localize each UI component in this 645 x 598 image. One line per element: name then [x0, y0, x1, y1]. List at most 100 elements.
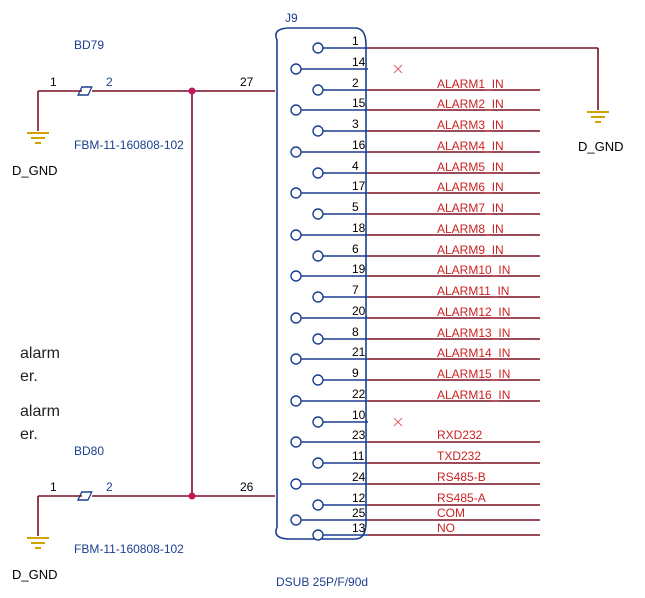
- net-label-alarm-11: ALARM11_IN: [437, 284, 509, 298]
- noconnect-pin10-b: [393, 417, 403, 427]
- bead-part-0: FBM-11-160808-102: [74, 138, 184, 152]
- pin-circle-top-3: [312, 125, 324, 137]
- pin-number-13: 13: [352, 521, 366, 535]
- pin-circle-bot-11: [290, 478, 302, 490]
- net-label-alarm-15: ALARM15_IN: [437, 367, 510, 381]
- pin-circle-top-6: [312, 250, 324, 262]
- connector-part-label: DSUB 25P/F/90d: [276, 575, 368, 589]
- bead-0-gnd-label: D_GND: [12, 163, 58, 178]
- net-label-alarm-5: ALARM5_IN: [437, 160, 504, 174]
- pin-number-23: 23: [352, 428, 366, 442]
- bead-0-pin2-label: 2: [106, 75, 113, 89]
- pin-number-6: 6: [352, 242, 359, 256]
- bead-1-pin2-label: 2: [106, 480, 113, 494]
- pin-number-25: 25: [352, 506, 366, 520]
- pin-number-24: 24: [352, 470, 366, 484]
- pin-circle-bot-6: [290, 270, 302, 282]
- side-text-3: er.: [20, 426, 38, 443]
- bead-ref-bd80: BD80: [74, 444, 104, 458]
- pin-circle-top-2: [312, 84, 324, 96]
- pin-27-label: 27: [240, 75, 254, 89]
- pin-circle-bot-4: [290, 187, 302, 199]
- side-text-2: alarm: [20, 403, 60, 420]
- pin-circle-top-1: [312, 42, 324, 54]
- pin-number-22: 22: [352, 387, 366, 401]
- bead-0-body: [77, 86, 93, 96]
- pin-number-10: 10: [352, 408, 366, 422]
- side-text-0: alarm: [20, 345, 60, 362]
- connector-ref-label: J9: [285, 11, 298, 25]
- pin-number-18: 18: [352, 221, 366, 235]
- bead-0-pin1-label: 1: [50, 75, 57, 89]
- bead-1-body: [76, 491, 93, 501]
- pin-number-8: 8: [352, 325, 359, 339]
- bead-1-pin1-label: 1: [50, 480, 57, 494]
- net-label-alarm-10: ALARM10_IN: [437, 263, 510, 277]
- pin-circle-top-9: [312, 374, 324, 386]
- junction-bottom: [188, 492, 196, 500]
- pin-circle-bot-5: [290, 229, 302, 241]
- noconnect-pin14-b: [393, 64, 403, 74]
- net-label-alarm-16: ALARM16_IN: [437, 388, 510, 402]
- bead-part-1: FBM-11-160808-102: [74, 542, 184, 556]
- net-label-alarm-7: ALARM7_IN: [437, 201, 504, 215]
- pin-number-7: 7: [352, 283, 359, 297]
- pin-number-11: 11: [352, 449, 365, 463]
- pin-circle-top-10: [312, 416, 324, 428]
- pin-circle-bot-10: [290, 436, 302, 448]
- net-label-com: COM: [437, 506, 465, 520]
- net-label-alarm-6: ALARM6_IN: [437, 180, 504, 194]
- pin-number-20: 20: [352, 304, 366, 318]
- pin-circle-top-8: [312, 333, 324, 345]
- pin-number-3: 3: [352, 117, 359, 131]
- net-label-no: NO: [437, 521, 455, 535]
- pin-number-9: 9: [352, 366, 359, 380]
- pin-number-21: 21: [352, 345, 366, 359]
- pin-circle-bot-2: [290, 104, 302, 116]
- side-text-1: er.: [20, 368, 38, 385]
- net-label-rxd232: RXD232: [437, 428, 483, 442]
- pin-number-17: 17: [352, 179, 366, 193]
- bead-ref-bd79: BD79: [74, 38, 104, 52]
- pin-number-4: 4: [352, 159, 359, 173]
- junction-top: [188, 87, 196, 95]
- net-label-rs485-a: RS485-A: [437, 491, 486, 505]
- pin-circle-bot-8: [290, 353, 302, 365]
- pin-circle-bot-12: [290, 514, 302, 526]
- pin-circle-top-13: [312, 529, 324, 541]
- right-gnd-label: D_GND: [578, 139, 624, 154]
- pin-circle-top-7: [312, 291, 324, 303]
- net-label-alarm-4: ALARM4_IN: [437, 139, 504, 153]
- pin-circle-top-4: [312, 167, 324, 179]
- pin-circle-bot-9: [290, 395, 302, 407]
- net-label-alarm-2: ALARM2_IN: [437, 97, 504, 111]
- pin-circle-bot-7: [290, 312, 302, 324]
- pin-circle-bot-1: [290, 63, 302, 75]
- pin-number-16: 16: [352, 138, 366, 152]
- pin-number-14: 14: [352, 55, 366, 69]
- pin-26-label: 26: [240, 480, 254, 494]
- net-label-alarm-13: ALARM13_IN: [437, 326, 510, 340]
- pin-number-2: 2: [352, 76, 359, 90]
- connector-body: [275, 27, 367, 540]
- pin-number-5: 5: [352, 200, 359, 214]
- pin-circle-top-5: [312, 208, 324, 220]
- pin-number-1: 1: [352, 34, 359, 48]
- net-label-alarm-14: ALARM14_IN: [437, 346, 510, 360]
- net-label-alarm-9: ALARM9_IN: [437, 243, 504, 257]
- net-label-alarm-1: ALARM1_IN: [437, 77, 504, 91]
- pin-number-19: 19: [352, 262, 366, 276]
- bead-1-gnd-label: D_GND: [12, 567, 58, 582]
- net-label-alarm-12: ALARM12_IN: [437, 305, 510, 319]
- net-label-txd232: TXD232: [437, 449, 481, 463]
- pin-circle-bot-3: [290, 146, 302, 158]
- pin-number-15: 15: [352, 96, 366, 110]
- net-label-alarm-8: ALARM8_IN: [437, 222, 504, 236]
- net-label-rs485-b: RS485-B: [437, 470, 486, 484]
- pin-circle-top-12: [312, 499, 324, 511]
- net-label-alarm-3: ALARM3_IN: [437, 118, 504, 132]
- pin-number-12: 12: [352, 491, 366, 505]
- pin-circle-top-11: [312, 457, 324, 469]
